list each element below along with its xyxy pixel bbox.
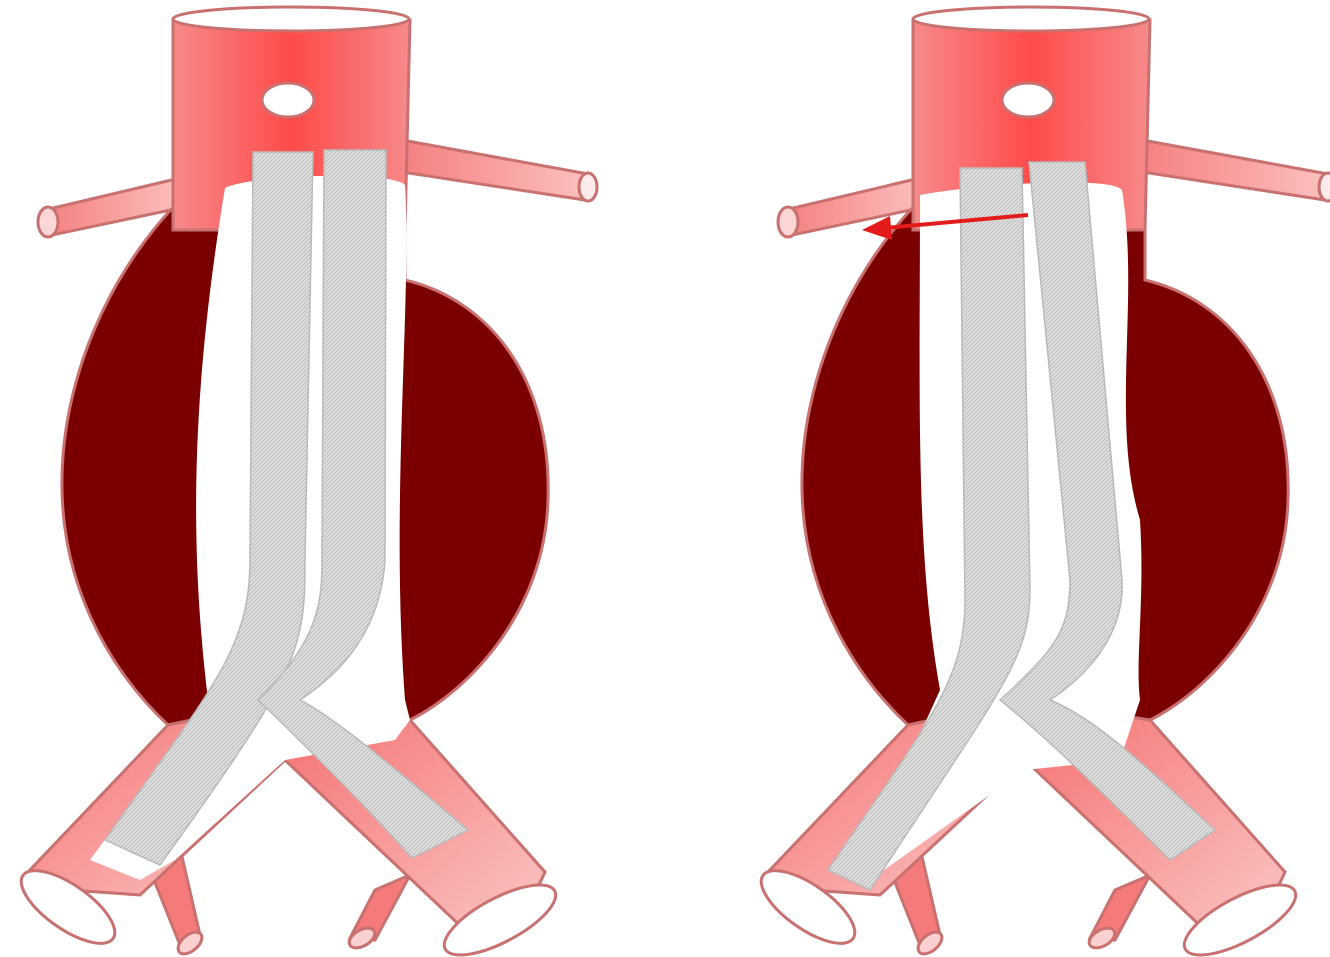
panel-right xyxy=(750,7,1330,957)
panel-left xyxy=(10,7,597,957)
